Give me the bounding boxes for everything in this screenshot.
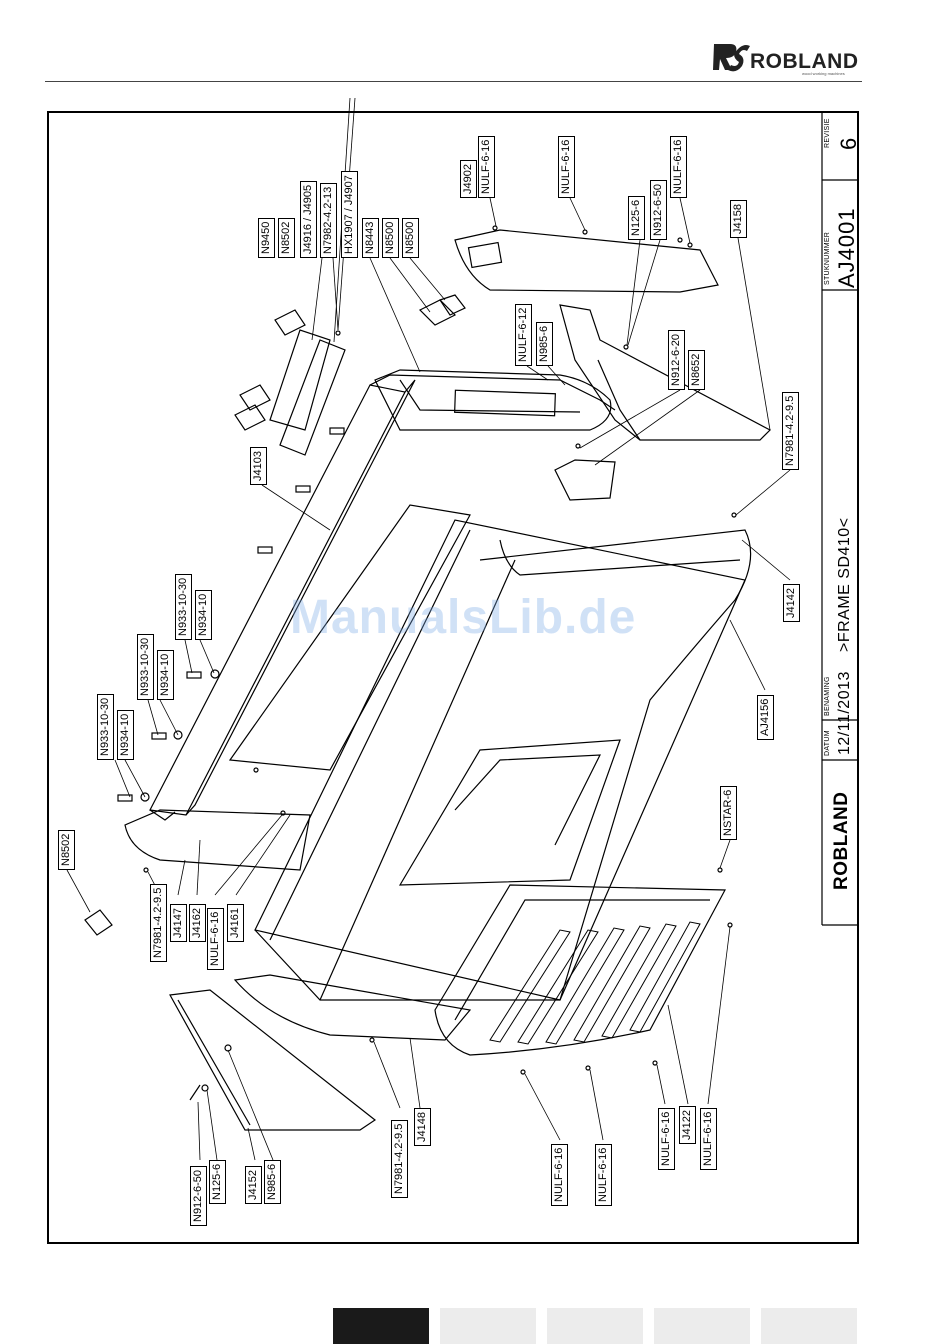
page-tab-active[interactable] — [333, 1308, 429, 1344]
callout-label: N8502 — [278, 217, 295, 258]
stuknummer-value: AJ4001 — [834, 207, 859, 288]
drawing-frame — [47, 111, 859, 1244]
callout-label: N9450 — [258, 217, 275, 258]
callout-label: NULF-6-16 — [670, 135, 687, 198]
callout-label: J4161 — [227, 904, 244, 942]
callout-label: J4122 — [679, 1106, 696, 1144]
callout-label: NULF-6-12 — [515, 303, 532, 366]
title-block-logo: ROBLAND — [823, 765, 883, 925]
callout-label: N125-6 — [628, 195, 645, 240]
callout-label: N8500 — [402, 217, 419, 258]
callout-label: N985-6 — [264, 1159, 281, 1204]
callout-label: NULF-6-16 — [207, 907, 224, 970]
page-tab[interactable] — [654, 1308, 750, 1344]
callout-label: N912-6-50 — [650, 180, 667, 240]
callout-label: N125-6 — [209, 1159, 226, 1204]
callout-label: N934-10 — [195, 589, 212, 640]
callout-label: J4902 — [460, 160, 477, 198]
callout-label: N7981-4.2-9.5 — [150, 883, 167, 962]
callout-label: NSTAR-6 — [720, 785, 737, 840]
callout-label: N933-10-30 — [137, 633, 154, 700]
callout-label: NULF-6-16 — [558, 135, 575, 198]
callout-label: J4152 — [245, 1166, 262, 1204]
callout-label: N8652 — [688, 349, 705, 390]
watermark: ManualsLib.de — [290, 591, 637, 644]
datum-label: DATUM — [824, 730, 831, 756]
callout-label: NULF-6-16 — [595, 1143, 612, 1206]
page-tab[interactable] — [761, 1308, 857, 1344]
datum-value: 12/11/2013 — [836, 671, 853, 755]
callout-label: N912-6-50 — [190, 1166, 207, 1226]
benaming-label: BENAMING — [824, 676, 831, 716]
callout-label: N7981-4.2-9.5 — [782, 391, 799, 470]
brand-tagline: wood working machines — [802, 71, 845, 76]
callout-label: J4142 — [783, 584, 800, 622]
page-tab[interactable] — [547, 1308, 643, 1344]
robland-mark-icon — [713, 44, 750, 72]
revisie-value: 6 — [836, 136, 861, 150]
callout-label: NULF-6-16 — [551, 1143, 568, 1206]
callout-label: N7982-4.2-13 — [320, 182, 337, 258]
callout-label: N933-10-30 — [97, 693, 114, 760]
callout-label: N933-10-30 — [175, 573, 192, 640]
callout-label: N985-6 — [536, 321, 553, 366]
callout-label: NULF-6-16 — [478, 135, 495, 198]
robland-logo: ROBLAND wood working machines — [712, 40, 862, 76]
callout-label: N934-10 — [117, 709, 134, 760]
callout-label: HX1907 / J4907 — [341, 171, 358, 258]
header-divider — [45, 81, 862, 82]
callout-label: J4103 — [250, 447, 267, 485]
stuknummer-label: STUKNUMMER — [824, 231, 831, 285]
callout-label: N8502 — [58, 829, 75, 870]
callout-label: N912-6-20 — [668, 330, 685, 390]
callout-label: J4148 — [414, 1108, 431, 1146]
callout-label: J4916 / J4905 — [300, 180, 317, 258]
callout-label: N8443 — [362, 217, 379, 258]
callout-label: J4158 — [730, 200, 747, 238]
callout-label: NULF-6-16 — [700, 1107, 717, 1170]
callout-label: J4162 — [189, 904, 206, 942]
callout-label: AJ4156 — [757, 694, 774, 740]
revisie-label: REVISIE — [824, 118, 831, 148]
page-tab[interactable] — [440, 1308, 536, 1344]
callout-label: N7981-4.2-9.5 — [391, 1119, 408, 1198]
brand-name: ROBLAND — [750, 50, 859, 73]
title-block-brand: ROBLAND — [831, 791, 852, 891]
callout-label: NULF-6-16 — [658, 1107, 675, 1170]
page-tab-strip — [0, 1308, 950, 1344]
callout-label: N934-10 — [157, 649, 174, 700]
callout-label: N8500 — [382, 217, 399, 258]
callout-label: J4147 — [170, 904, 187, 942]
benaming-value: >FRAME SD410< — [836, 517, 853, 652]
